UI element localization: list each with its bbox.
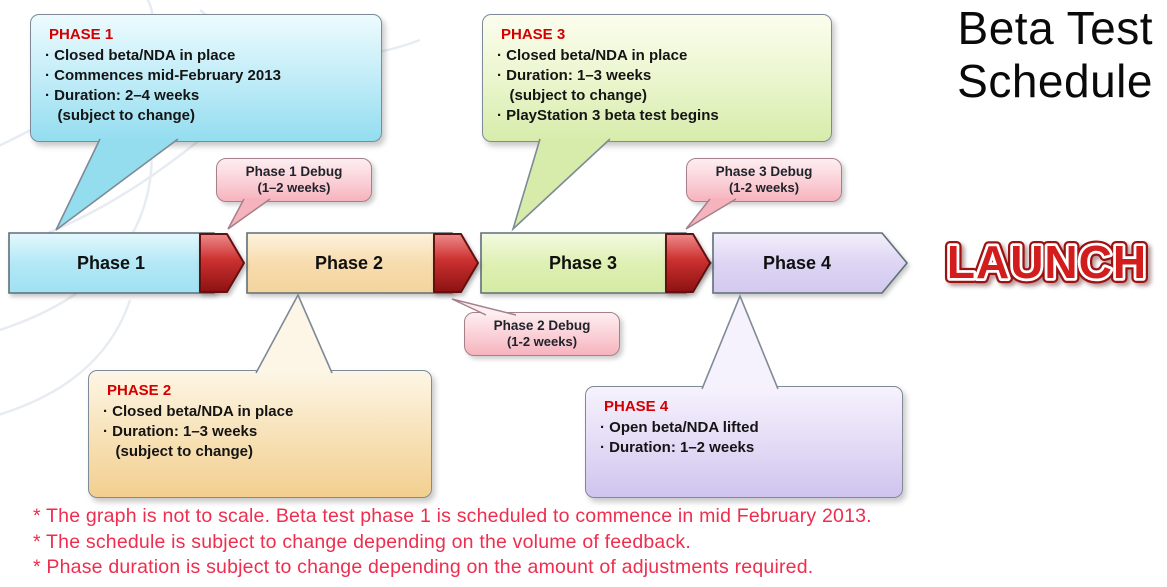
- red-arrow-connector-1: [197, 230, 247, 296]
- callout-phase-4-tail: [701, 293, 779, 390]
- timeline-phase-2: Phase 2: [246, 232, 479, 294]
- callout-phase-2-heading: PHASE 2: [107, 382, 172, 399]
- callout-phase-1-tail: [55, 138, 179, 231]
- callout-phase-3-debug: Phase 3 Debug (1-2 weeks): [686, 158, 842, 202]
- callout-phase-3-line-3: (subject to change): [497, 87, 648, 104]
- callout-phase-2-line-3: (subject to change): [103, 443, 254, 460]
- timeline-phase-1: Phase 1: [8, 232, 241, 294]
- timeline-phase-4-label: Phase 4: [762, 252, 832, 273]
- timeline-phase-3: Phase 3: [480, 232, 713, 294]
- footnote-1: * The graph is not to scale. Beta test p…: [33, 505, 872, 527]
- phase-1-debug-duration: (1–2 weeks): [257, 180, 331, 195]
- launch-text: LAUNCH: [947, 236, 1147, 288]
- phase-3-debug-tail: [685, 198, 737, 230]
- phase-2-debug-tail: [451, 298, 517, 316]
- callout-phase-2: PHASE 2 · Closed beta/NDA in place · Dur…: [88, 370, 432, 498]
- callout-phase-2-debug: Phase 2 Debug (1-2 weeks): [464, 312, 620, 356]
- callout-phase-1-line-1: · Closed beta/NDA in place: [45, 47, 236, 64]
- phase-2-debug-duration: (1-2 weeks): [506, 334, 578, 349]
- phase-4-arrow-shape: [712, 232, 909, 294]
- callout-phase-3-tail: [511, 138, 611, 232]
- phase-1-debug-title: Phase 1 Debug: [245, 164, 343, 179]
- page-title: Beta Test Schedule: [957, 2, 1153, 108]
- callout-phase-2-line-2: · Duration: 1–3 weeks: [103, 423, 258, 440]
- footnote-3: * Phase duration is subject to change de…: [33, 556, 814, 578]
- phase-2-debug-title: Phase 2 Debug: [493, 318, 591, 333]
- callout-phase-4-heading: PHASE 4: [604, 398, 669, 415]
- callout-phase-3-line-1: · Closed beta/NDA in place: [497, 47, 688, 64]
- phase-3-debug-title: Phase 3 Debug: [715, 164, 813, 179]
- callout-phase-3-heading: PHASE 3: [501, 26, 566, 43]
- launch-label: LAUNCH LAUNCH LAUNCH: [942, 231, 1151, 293]
- callout-phase-2-tail: [255, 293, 333, 374]
- phase-3-debug-duration: (1-2 weeks): [728, 180, 800, 195]
- callout-phase-4-line-1: · Open beta/NDA lifted: [600, 419, 759, 436]
- launch-text-white-outline: LAUNCH: [947, 236, 1147, 288]
- callout-phase-3-line-2: · Duration: 1–3 weeks: [497, 67, 652, 84]
- callout-phase-1-heading: PHASE 1: [49, 26, 114, 43]
- callout-phase-2-line-1: · Closed beta/NDA in place: [103, 403, 294, 420]
- callout-phase-4-line-2: · Duration: 1–2 weeks: [600, 439, 755, 456]
- footnote-2: * The schedule is subject to change depe…: [33, 530, 691, 553]
- timeline-phase-1-label: Phase 1: [76, 252, 146, 273]
- red-arrow-icon: [665, 233, 711, 293]
- red-arrow-connector-3: [663, 230, 713, 296]
- callout-phase-1-line-4: (subject to change): [45, 107, 196, 124]
- red-arrow-connector-2: [431, 230, 481, 296]
- timeline-phase-3-label: Phase 3: [548, 252, 618, 273]
- footnotes: * The graph is not to scale. Beta test p…: [33, 504, 872, 581]
- red-arrow-icon: [433, 233, 479, 293]
- callout-phase-3: PHASE 3 · Closed beta/NDA in place · Dur…: [482, 14, 832, 142]
- callout-phase-3-line-4: · PlayStation 3 beta test begins: [497, 107, 719, 124]
- callout-phase-4: PHASE 4 · Open beta/NDA lifted · Duratio…: [585, 386, 903, 498]
- phase-1-debug-tail: [227, 198, 271, 230]
- red-arrow-icon: [199, 233, 245, 293]
- callout-phase-1: PHASE 1 · Closed beta/NDA in place · Com…: [30, 14, 382, 142]
- timeline-phase-4: Phase 4: [712, 232, 909, 294]
- launch-text-outer-outline: LAUNCH: [947, 236, 1147, 288]
- callout-phase-1-line-2: · Commences mid-February 2013: [45, 67, 281, 84]
- timeline-phase-2-label: Phase 2: [314, 252, 384, 273]
- callout-phase-1-line-3: · Duration: 2–4 weeks: [45, 87, 200, 104]
- callout-phase-1-debug: Phase 1 Debug (1–2 weeks): [216, 158, 372, 202]
